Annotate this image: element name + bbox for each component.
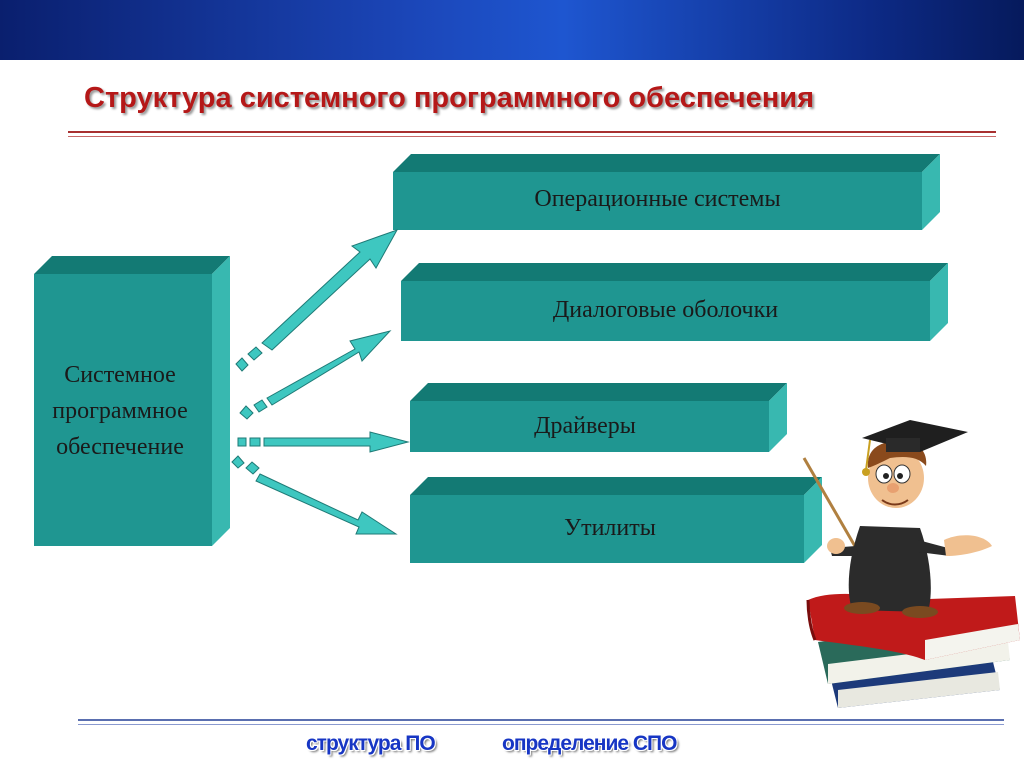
arrow-to-shells	[239, 330, 392, 420]
arrow-to-drivers	[237, 431, 410, 453]
arrow-to-utilities	[231, 455, 398, 535]
item-label-utilities: Утилиты	[564, 515, 656, 541]
root-label-line-1: Системное	[64, 362, 176, 388]
header-band	[0, 0, 1024, 60]
root-label-line-2: программное	[52, 398, 188, 424]
root-box-label: Системное программное обеспечение	[28, 357, 212, 465]
item-box-os	[393, 154, 940, 230]
item-box-shells	[401, 263, 948, 341]
arrow-to-os	[235, 229, 399, 372]
item-label-os: Операционные системы	[534, 186, 781, 212]
item-label-shells: Диалоговые оболочки	[552, 297, 779, 323]
page-title: Структура системного программного обеспе…	[84, 82, 814, 114]
root-box	[34, 256, 230, 546]
nav-link-definition[interactable]: определение СПО	[502, 732, 677, 755]
root-label-line-3: обеспечение	[56, 434, 184, 460]
footer-rule-top	[78, 719, 1004, 721]
item-box-utilities	[410, 477, 822, 563]
item-label-drivers: Драйверы	[534, 413, 636, 439]
nav-link-structure[interactable]: структура ПО	[306, 732, 436, 755]
item-box-drivers	[410, 383, 787, 452]
title-rule-top	[68, 131, 996, 133]
title-rule-bottom	[68, 136, 996, 137]
footer-rule-bottom	[78, 724, 1004, 725]
professor-on-books-illustration	[802, 420, 1020, 708]
